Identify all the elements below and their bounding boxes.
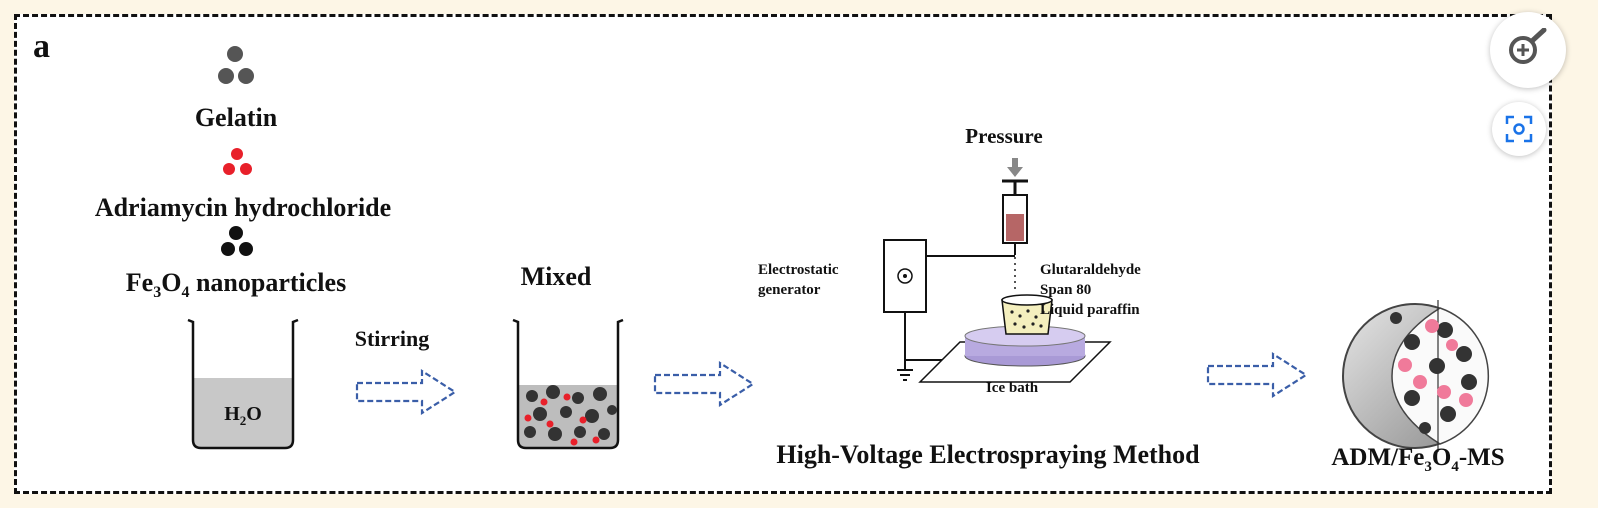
water-beaker [187,318,299,450]
panel-label: a [33,28,50,65]
gelatin-label: Gelatin [194,103,278,132]
zoom-button[interactable] [1490,12,1566,88]
oil-label-line3: Liquid paraffin [1040,302,1140,318]
oil-label-line1: Glutaraldehyde [1040,262,1141,278]
mixed-beaker [512,318,624,450]
adriamycin-dots-icon [223,148,252,175]
generator-label-line2: generator [758,282,821,298]
product-label: ADM/Fe3O4-MS [1331,444,1505,475]
method-label: High-Voltage Electrospraying Method [776,440,1200,469]
ice-bath-label: Ice bath [985,380,1039,396]
process-arrow-icon [653,360,756,408]
adriamycin-label: Adriamycin hydrochloride [94,193,392,222]
lens-search-icon [1505,115,1533,143]
generator-label-line1: Electrostatic [758,262,839,278]
stirring-arrow-icon [355,368,458,416]
fe3o4-dots-icon [221,226,253,256]
zoom-in-icon [1509,28,1547,64]
water-label: H2O [224,403,262,428]
gelatin-dots-icon [218,46,254,84]
lens-search-button[interactable] [1492,102,1546,156]
electrospray-apparatus [883,158,1112,383]
oil-label-line2: Span 80 [1040,282,1092,298]
stirring-label: Stirring [354,326,430,351]
microsphere-icon [1342,300,1490,452]
fe3o4-label: Fe3O4 nanoparticles [125,268,347,302]
pressure-label: Pressure [965,124,1043,148]
mixed-label: Mixed [520,262,592,291]
product-arrow-icon [1206,351,1309,399]
